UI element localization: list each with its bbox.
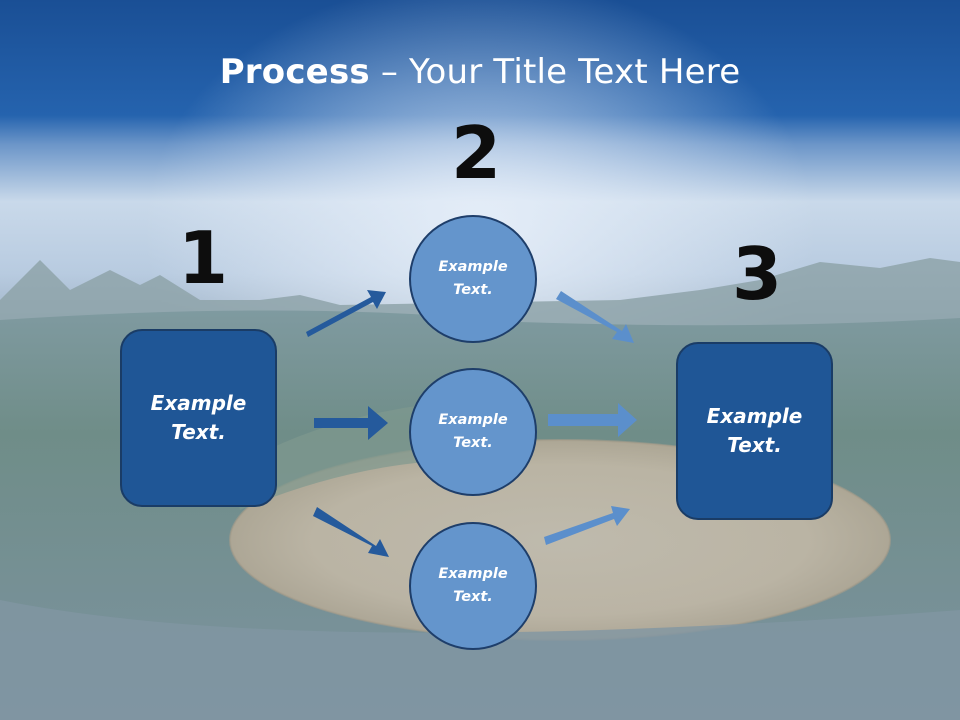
title-rest: – Your Title Text Here (369, 52, 741, 92)
box-3-line1: Example (706, 404, 803, 428)
step-number-1: 1 (178, 216, 229, 300)
circle-middle-line2: Text. (453, 435, 493, 451)
step-number-2: 2 (451, 111, 502, 195)
arrow-circle-middle-to-3 (548, 403, 637, 437)
circle-top-line1: Example (438, 259, 508, 275)
circle-bottom: Example Text. (409, 522, 537, 650)
circle-bottom-line2: Text. (453, 589, 493, 605)
box-1-line2: Text. (171, 420, 226, 444)
circle-top: Example Text. (409, 215, 537, 343)
box-1-line1: Example (150, 391, 247, 415)
circle-middle: Example Text. (409, 368, 537, 496)
title-bold: Process (219, 52, 370, 92)
circle-top-line2: Text. (453, 282, 493, 298)
arrow-1-to-circle-bottom (313, 507, 389, 557)
circle-bottom-line1: Example (438, 566, 508, 582)
arrow-circle-top-to-3 (556, 291, 634, 343)
step-box-1: Example Text. (120, 329, 277, 507)
step-number-3: 3 (732, 232, 783, 316)
step-box-3: Example Text. (676, 342, 833, 520)
arrow-circle-bottom-to-3 (544, 506, 630, 545)
arrow-1-to-circle-middle (314, 406, 388, 440)
arrow-1-to-circle-top (306, 290, 386, 337)
box-3-line2: Text. (727, 433, 782, 457)
slide-title: Process – Your Title Text Here (0, 52, 960, 92)
circle-middle-line1: Example (438, 412, 508, 428)
